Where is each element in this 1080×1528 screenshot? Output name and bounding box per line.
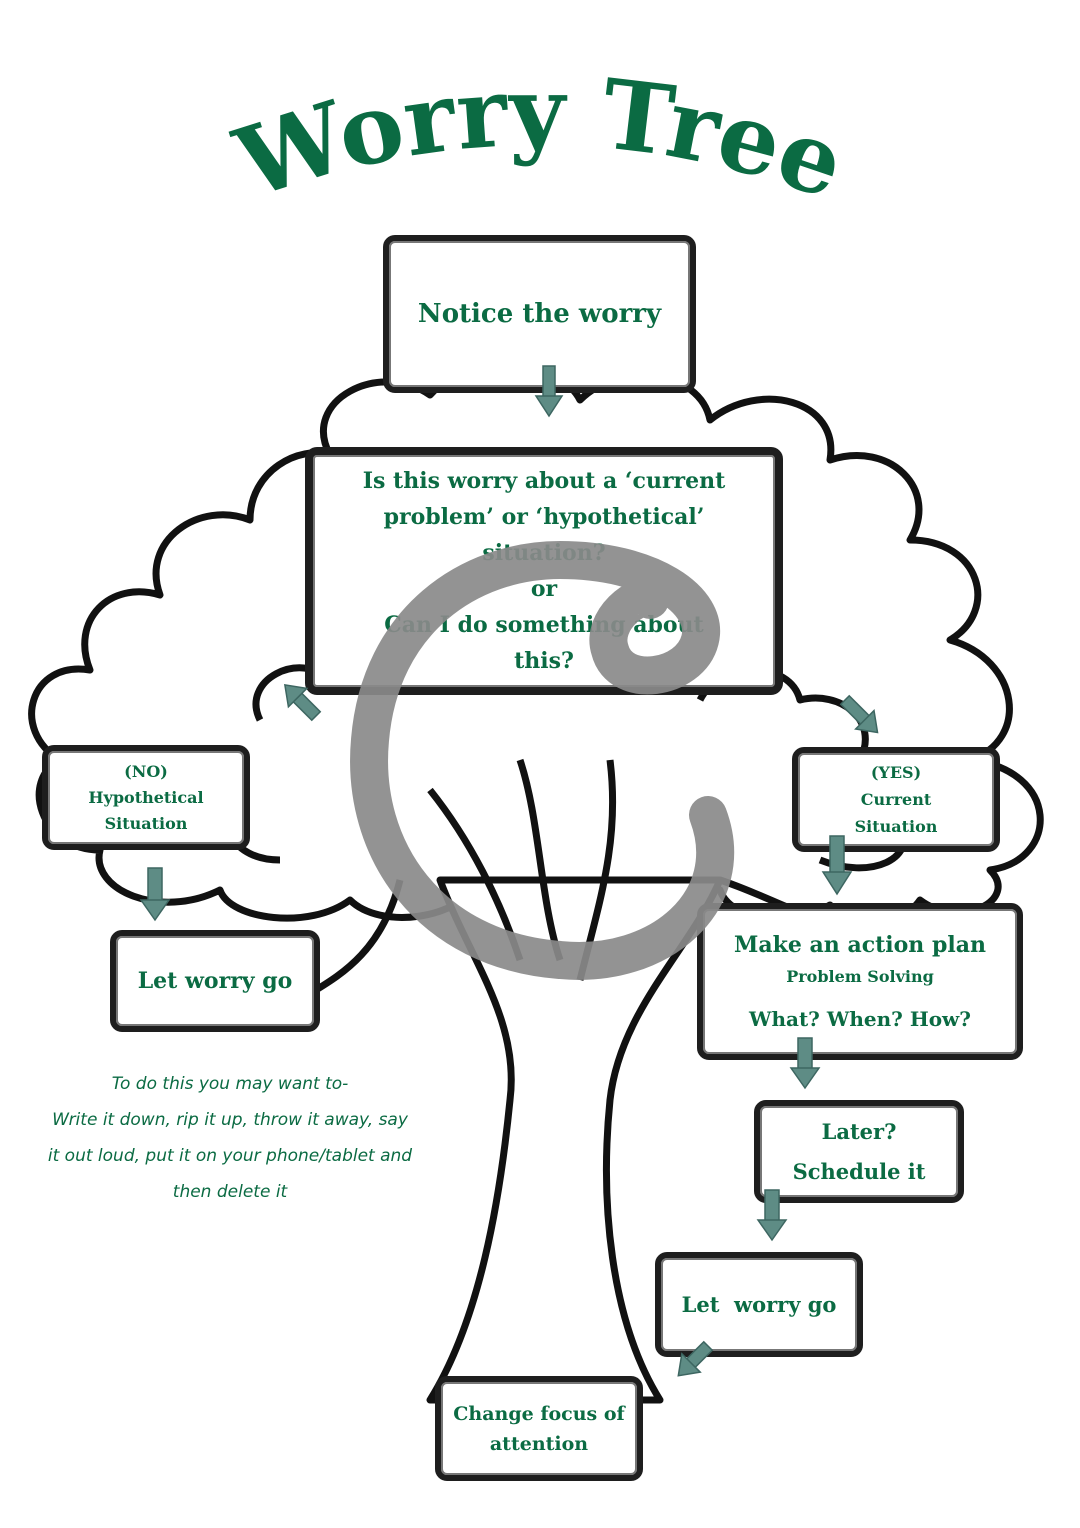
action-plan-questions: What? When? How? [748,1006,971,1031]
yes-line-3: Situation [854,817,938,836]
note-line-2: Write it down, rip it up, throw it away,… [52,1110,408,1130]
change-focus-line-1: Change focus of [453,1402,625,1425]
change-focus-box: Change focus of attention [435,1376,643,1481]
arrow-down-right-icon [839,694,879,734]
later-text: Later? [821,1118,897,1144]
no-line-3: Situation [104,813,188,833]
arrow-down-icon [821,835,853,896]
trunk-outline [426,876,724,1404]
arrow-down-icon [789,1037,821,1090]
arrow-down-left-icon [677,1340,714,1377]
question-line-2: problem’ or ‘hypothetical’ [383,504,705,530]
let-worry-go-right-box: Let worry go [655,1252,863,1357]
later-schedule-box: Later? Schedule it [754,1100,964,1203]
notice-worry-text: Notice the worry [417,299,662,329]
let-worry-go-right-text: Let worry go [681,1292,837,1317]
schedule-it-text: Schedule it [792,1158,926,1184]
notice-worry-box: Notice the worry [383,235,696,393]
no-hypothetical-box: (NO) Hypothetical Situation [42,745,250,850]
arrow-down-left-icon [283,683,322,722]
arrow-down-icon [756,1189,788,1242]
note-line-4: then delete it [172,1182,288,1202]
change-focus-line-2: attention [489,1432,589,1455]
arrow-down-icon [534,365,564,418]
action-plan-title: Make an action plan [734,931,986,958]
let-worry-go-left-box: Let worry go [110,930,320,1032]
let-go-instructions: To do this you may want to- Write it dow… [40,1066,420,1210]
let-worry-go-left-text: Let worry go [137,968,293,994]
title-svg: Worry Tree [222,55,858,221]
action-plan-subtitle: Problem Solving [786,966,934,986]
no-line-2: Hypothetical [88,787,204,807]
note-line-3: it out loud, put it on your phone/tablet… [47,1146,413,1166]
no-label: (NO) [124,761,168,781]
yes-label: (YES) [870,763,922,782]
action-plan-box: Make an action plan Problem Solving What… [697,903,1023,1060]
arrow-down-icon [139,867,171,922]
note-line-1: To do this you may want to- [111,1074,349,1094]
yes-current-box: (YES) Current Situation [792,747,1000,852]
question-line-1: Is this worry about a ‘current [362,468,726,494]
yes-line-2: Current [860,790,932,809]
